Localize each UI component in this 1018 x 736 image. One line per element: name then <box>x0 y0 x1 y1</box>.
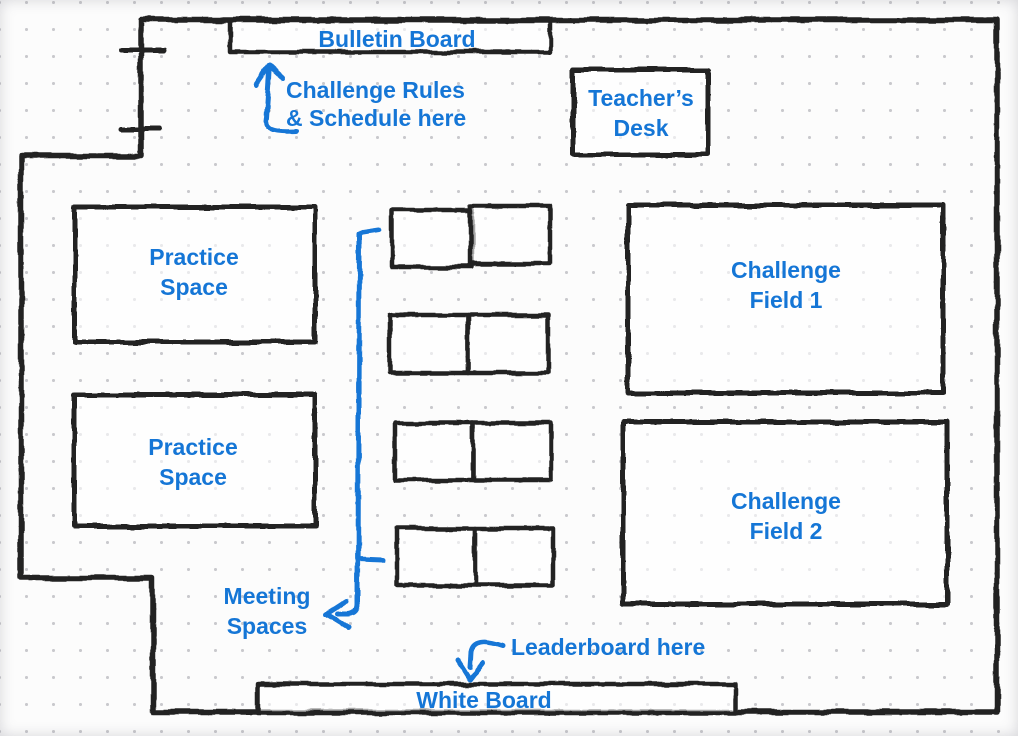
practice-space-2-line1: Practice <box>148 434 238 460</box>
rules-note-line2: & Schedule here <box>286 105 467 131</box>
teachers-desk-line1: Teacher’s <box>588 85 694 111</box>
practice-space-1-rect <box>72 204 318 345</box>
teachers-desk-rect <box>570 67 711 158</box>
rules-up-arrow-icon <box>253 63 299 134</box>
meeting-spaces-note: Meeting Spaces <box>224 581 311 641</box>
challenge-field-2-line2: Field 2 <box>749 518 823 544</box>
meeting-bracket-left-arrow-icon <box>324 227 386 630</box>
meeting-table-4b <box>472 525 556 588</box>
challenge-field-2-label: Challenge Field 2 <box>731 486 841 546</box>
teachers-desk-label: Teacher’s Desk <box>588 83 694 143</box>
white-board-rect <box>255 681 738 716</box>
bulletin-board-label: Bulletin Board <box>318 24 475 54</box>
practice-space-2-line2: Space <box>159 464 227 490</box>
challenge-field-1-label: Challenge Field 1 <box>731 255 841 315</box>
rules-schedule-note: Challenge Rules & Schedule here <box>286 76 466 132</box>
meeting-table-3a <box>392 420 476 483</box>
meeting-note-line1: Meeting <box>223 583 311 609</box>
door-tick-marks-icon <box>117 47 167 132</box>
white-board-label: White Board <box>416 685 551 715</box>
practice-space-1-line1: Practice <box>149 244 239 270</box>
practice-space-2-rect <box>71 392 318 529</box>
white-board-text: White Board <box>416 687 552 713</box>
leaderboard-down-arrow-icon <box>455 639 506 682</box>
furniture-layer <box>71 18 950 716</box>
bulletin-board-rect <box>227 18 553 55</box>
bulletin-board-text: Bulletin Board <box>318 26 476 52</box>
challenge-field-2-rect <box>620 419 950 607</box>
meeting-table-4a <box>394 525 478 588</box>
meeting-table-1a <box>389 207 475 270</box>
challenge-field-1-rect <box>625 202 946 396</box>
annotation-arrows-layer <box>253 63 506 682</box>
practice-space-1-line2: Space <box>160 274 228 300</box>
challenge-field-1-line1: Challenge <box>731 257 841 283</box>
meeting-table-2b <box>465 312 551 376</box>
leaderboard-note: Leaderboard here <box>511 634 705 660</box>
teachers-desk-line2: Desk <box>613 115 669 141</box>
meeting-table-1b <box>467 203 553 267</box>
meeting-note-line2: Spaces <box>226 613 308 639</box>
meeting-table-2a <box>387 312 471 376</box>
practice-space-2-label: Practice Space <box>148 432 238 492</box>
room-outline-wall <box>18 17 1000 715</box>
challenge-field-1-line2: Field 1 <box>749 287 823 313</box>
leaderboard-note-text: Leaderboard here <box>511 634 706 660</box>
rules-note-line1: Challenge Rules <box>286 77 465 103</box>
meeting-table-3b <box>470 420 555 483</box>
challenge-field-2-line1: Challenge <box>731 488 841 514</box>
practice-space-1-label: Practice Space <box>149 242 239 302</box>
walls-layer <box>18 17 1000 715</box>
